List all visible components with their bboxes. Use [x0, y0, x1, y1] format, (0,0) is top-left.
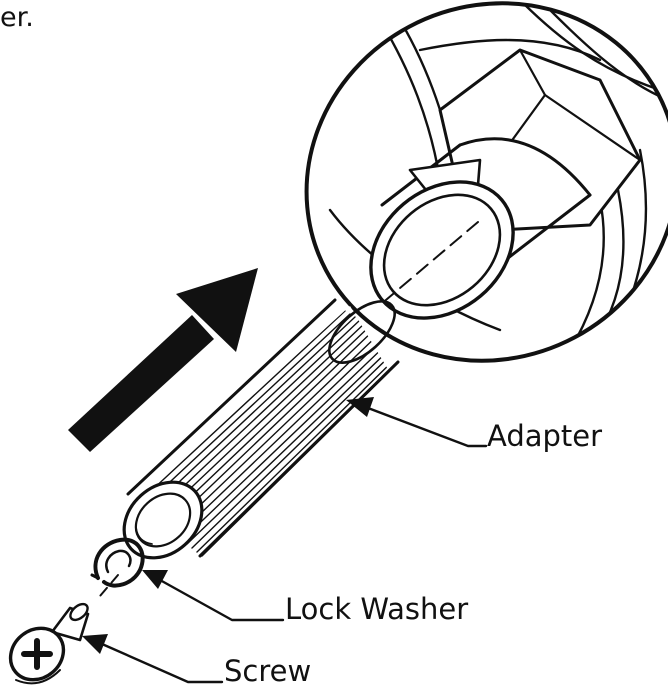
caption-fragment: er. — [0, 2, 34, 33]
label-screw: Screw — [224, 654, 312, 688]
center-axis-line — [379, 221, 479, 306]
screw — [8, 602, 90, 685]
lock-washer — [90, 537, 145, 588]
label-lock-washer: Lock Washer — [285, 592, 469, 626]
insertion-direction-arrow — [68, 268, 258, 452]
spindle-disc — [304, 0, 668, 363]
leader-adapter — [346, 397, 488, 448]
leader-screw — [82, 634, 224, 684]
leader-lock-washer — [142, 570, 285, 622]
adapter-sleeve — [122, 298, 400, 560]
label-adapter: Adapter — [487, 419, 603, 453]
